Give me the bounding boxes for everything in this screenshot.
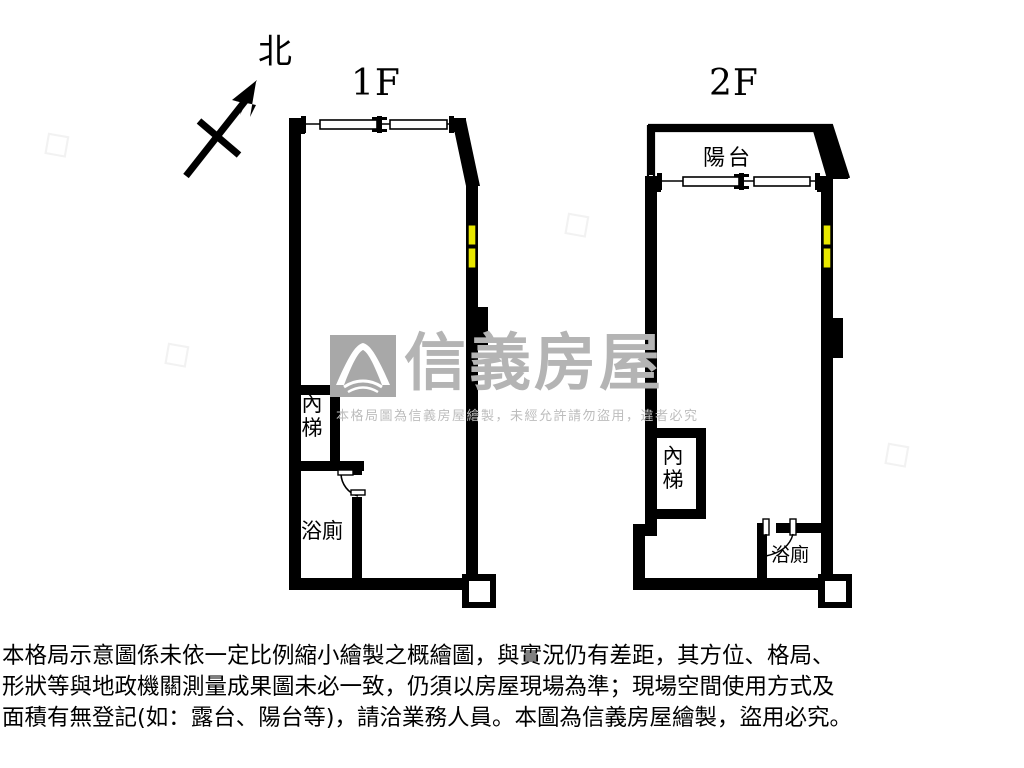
room-1f-bath (337, 461, 366, 580)
column-1f-bottom-right (462, 574, 496, 608)
room-1f-stair (289, 385, 340, 471)
disclaimer: 本格局示意圖係未依一定比例縮小繪製之概繪圖，與實況仍有差距，其方位、格局、 形狀… (2, 641, 1022, 734)
north-arrow-icon (183, 80, 257, 179)
room-label-line1: 內 (662, 444, 684, 468)
room-2f-balcony (646, 123, 851, 179)
north-label: 北 (258, 32, 292, 72)
room-label-1f-stair: 內 梯 (300, 392, 324, 440)
room-label-1f-bath: 浴廁 (301, 519, 343, 543)
column-2f-bottom-right (818, 574, 852, 608)
disclaimer-line-2: 形狀等與地政機關測量成果圖未必一致，仍須以房屋現場為準；現場空間使用方式及 (2, 674, 835, 700)
room-2f-stair (645, 428, 706, 519)
room-2f-bath (757, 518, 824, 580)
room-label-2f-bath: 浴廁 (771, 544, 810, 566)
room-label-2f-balcony: 陽台 (703, 146, 754, 171)
room-label-line2: 梯 (662, 468, 684, 492)
room-label-2f-stair: 內 梯 (661, 444, 685, 492)
floor-label-2f: 2F (709, 63, 759, 104)
window-1f-right-yellow (466, 222, 478, 272)
window-1f-top (301, 116, 454, 133)
floor-plan-2f (633, 123, 852, 608)
window-2f-top (657, 173, 820, 190)
floor-label-1f: 1F (351, 63, 401, 104)
room-label-line2: 梯 (301, 416, 323, 440)
floor-plan-1f (289, 116, 496, 608)
disclaimer-line-1: 本格局示意圖係未依一定比例縮小繪製之概繪圖，與實況仍有差距，其方位、格局、 (2, 643, 835, 669)
disclaimer-line-3: 面積有無登記(如：露台、陽台等)，請洽業務人員。本圖為信義房屋繪製，盜用必究。 (2, 705, 853, 731)
window-2f-right-yellow (821, 222, 833, 272)
room-label-line1: 內 (301, 392, 323, 416)
